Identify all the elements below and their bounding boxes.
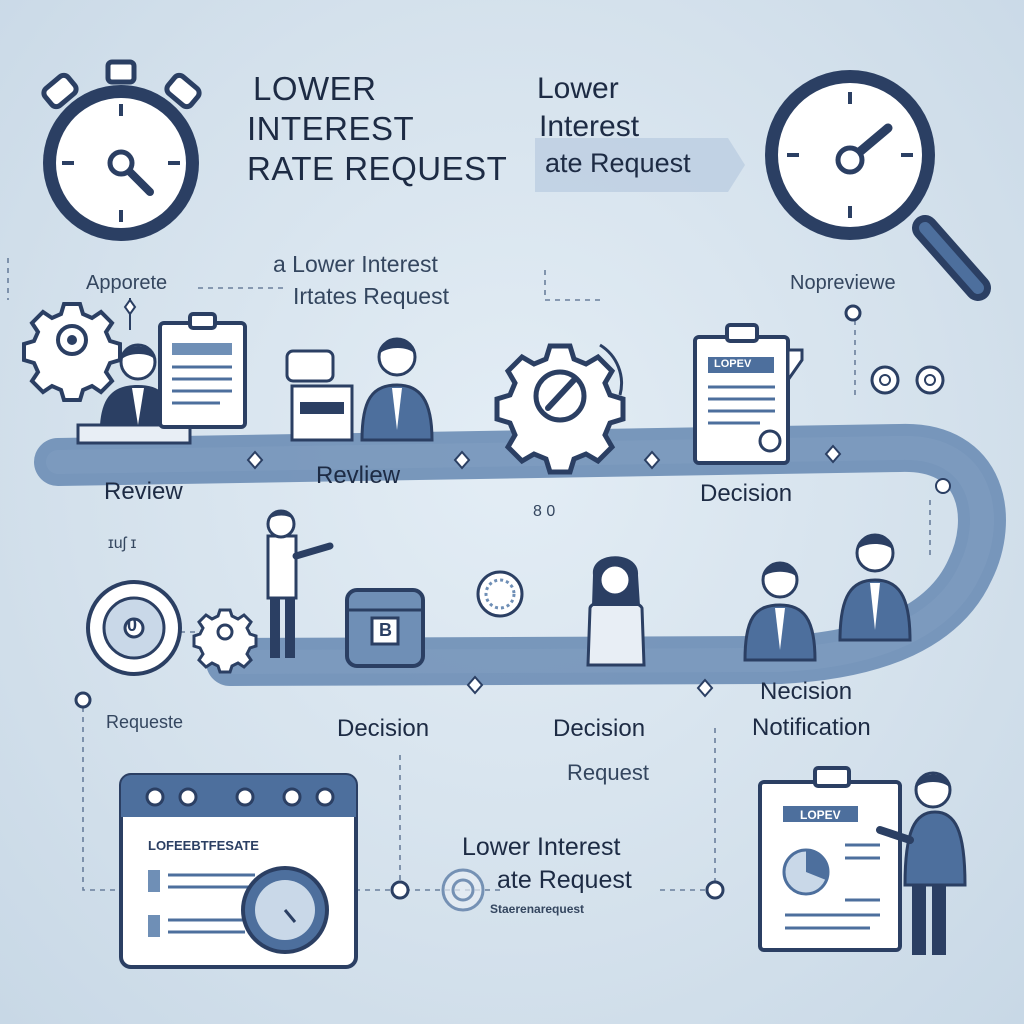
location-pin-icon	[74, 691, 92, 709]
side-title-line-1: Lower	[537, 72, 619, 105]
side-title-line-2: Interest	[539, 110, 640, 143]
coin-icon	[441, 868, 485, 912]
step-decision-lower-left: Decision	[337, 715, 430, 742]
side-title-line-3: ate Request	[545, 148, 691, 178]
path-marker	[453, 450, 471, 470]
bottom-title-line-1: Lower Interest	[462, 833, 621, 861]
title-banner	[535, 138, 745, 192]
connector-nodes	[390, 880, 725, 900]
path-marker	[935, 478, 951, 494]
main-title-line-3: RATE REQUEST	[247, 150, 508, 187]
step-decision-top: Decision	[700, 480, 793, 507]
document-box-icon	[285, 349, 354, 442]
dial-disc-icon	[86, 580, 182, 676]
approval-document-icon	[693, 323, 804, 465]
upper-left-marks: ɪuʃ ɪ	[108, 535, 137, 552]
connector-node	[390, 880, 410, 900]
step-review-center: Revliew	[316, 462, 401, 489]
presentation-board-icon	[758, 766, 902, 952]
step-decision-lower-right: Necision	[760, 678, 853, 705]
browser-window-icon	[119, 773, 358, 969]
manager-person-icon	[743, 561, 817, 662]
step-request-center: Request	[567, 760, 649, 785]
reviewer-person-icon	[76, 343, 192, 445]
path-markers	[246, 444, 951, 698]
director-person-icon	[838, 533, 912, 642]
upper-mid-marks: 8 0	[533, 503, 556, 520]
path-marker	[466, 675, 484, 695]
label-lower-interest-center-2: Irtates Request	[293, 283, 449, 309]
cabinet-box-icon	[345, 588, 425, 668]
step-notification: Notification	[752, 714, 871, 741]
path-marker	[246, 450, 264, 470]
label-nopreviewe: Nopreviewe	[790, 272, 896, 294]
browser-header-text: LOFEEBTFESATE	[148, 838, 259, 853]
bottom-small-text: Staerenarequest	[490, 902, 585, 916]
small-dial-icon	[476, 570, 524, 618]
bottom-title-line-2: ate Request	[497, 866, 632, 894]
process-path	[34, 423, 1006, 686]
clipboard-icon	[158, 312, 247, 429]
small-gear-icon	[192, 608, 258, 674]
dial-label: 0	[127, 615, 138, 635]
path-marker	[824, 444, 842, 464]
magnifier-clock-icon	[765, 70, 991, 301]
label-lower-interest-center-1: a Lower Interest	[273, 251, 438, 277]
consultant-person-icon	[360, 337, 434, 442]
stopwatch-icon	[41, 59, 202, 241]
presenter-person-icon	[266, 509, 334, 658]
cabinet-box-label: B	[379, 620, 392, 640]
step-request-left: Requeste	[106, 712, 184, 732]
analyst-person-icon	[876, 771, 967, 955]
step-review-left: Review	[104, 478, 183, 505]
path-marker	[643, 450, 661, 470]
doc-badge-bottom: LOPEV	[800, 808, 841, 822]
main-title-line-2: INTEREST	[247, 110, 415, 147]
path-marker	[696, 678, 714, 698]
doc-badge-top: LOPEV	[714, 358, 752, 370]
customer-person-icon	[586, 556, 646, 667]
gear-icon	[22, 302, 122, 402]
pin-icon	[844, 304, 862, 322]
step-decision-lower-center: Decision	[553, 715, 646, 742]
connector-node	[705, 880, 725, 900]
label-apporete: Apporete	[86, 272, 168, 294]
settings-gear-icon	[494, 343, 626, 475]
toggle-circles-icon	[870, 365, 945, 395]
main-title-line-1: LOWER	[253, 70, 377, 107]
